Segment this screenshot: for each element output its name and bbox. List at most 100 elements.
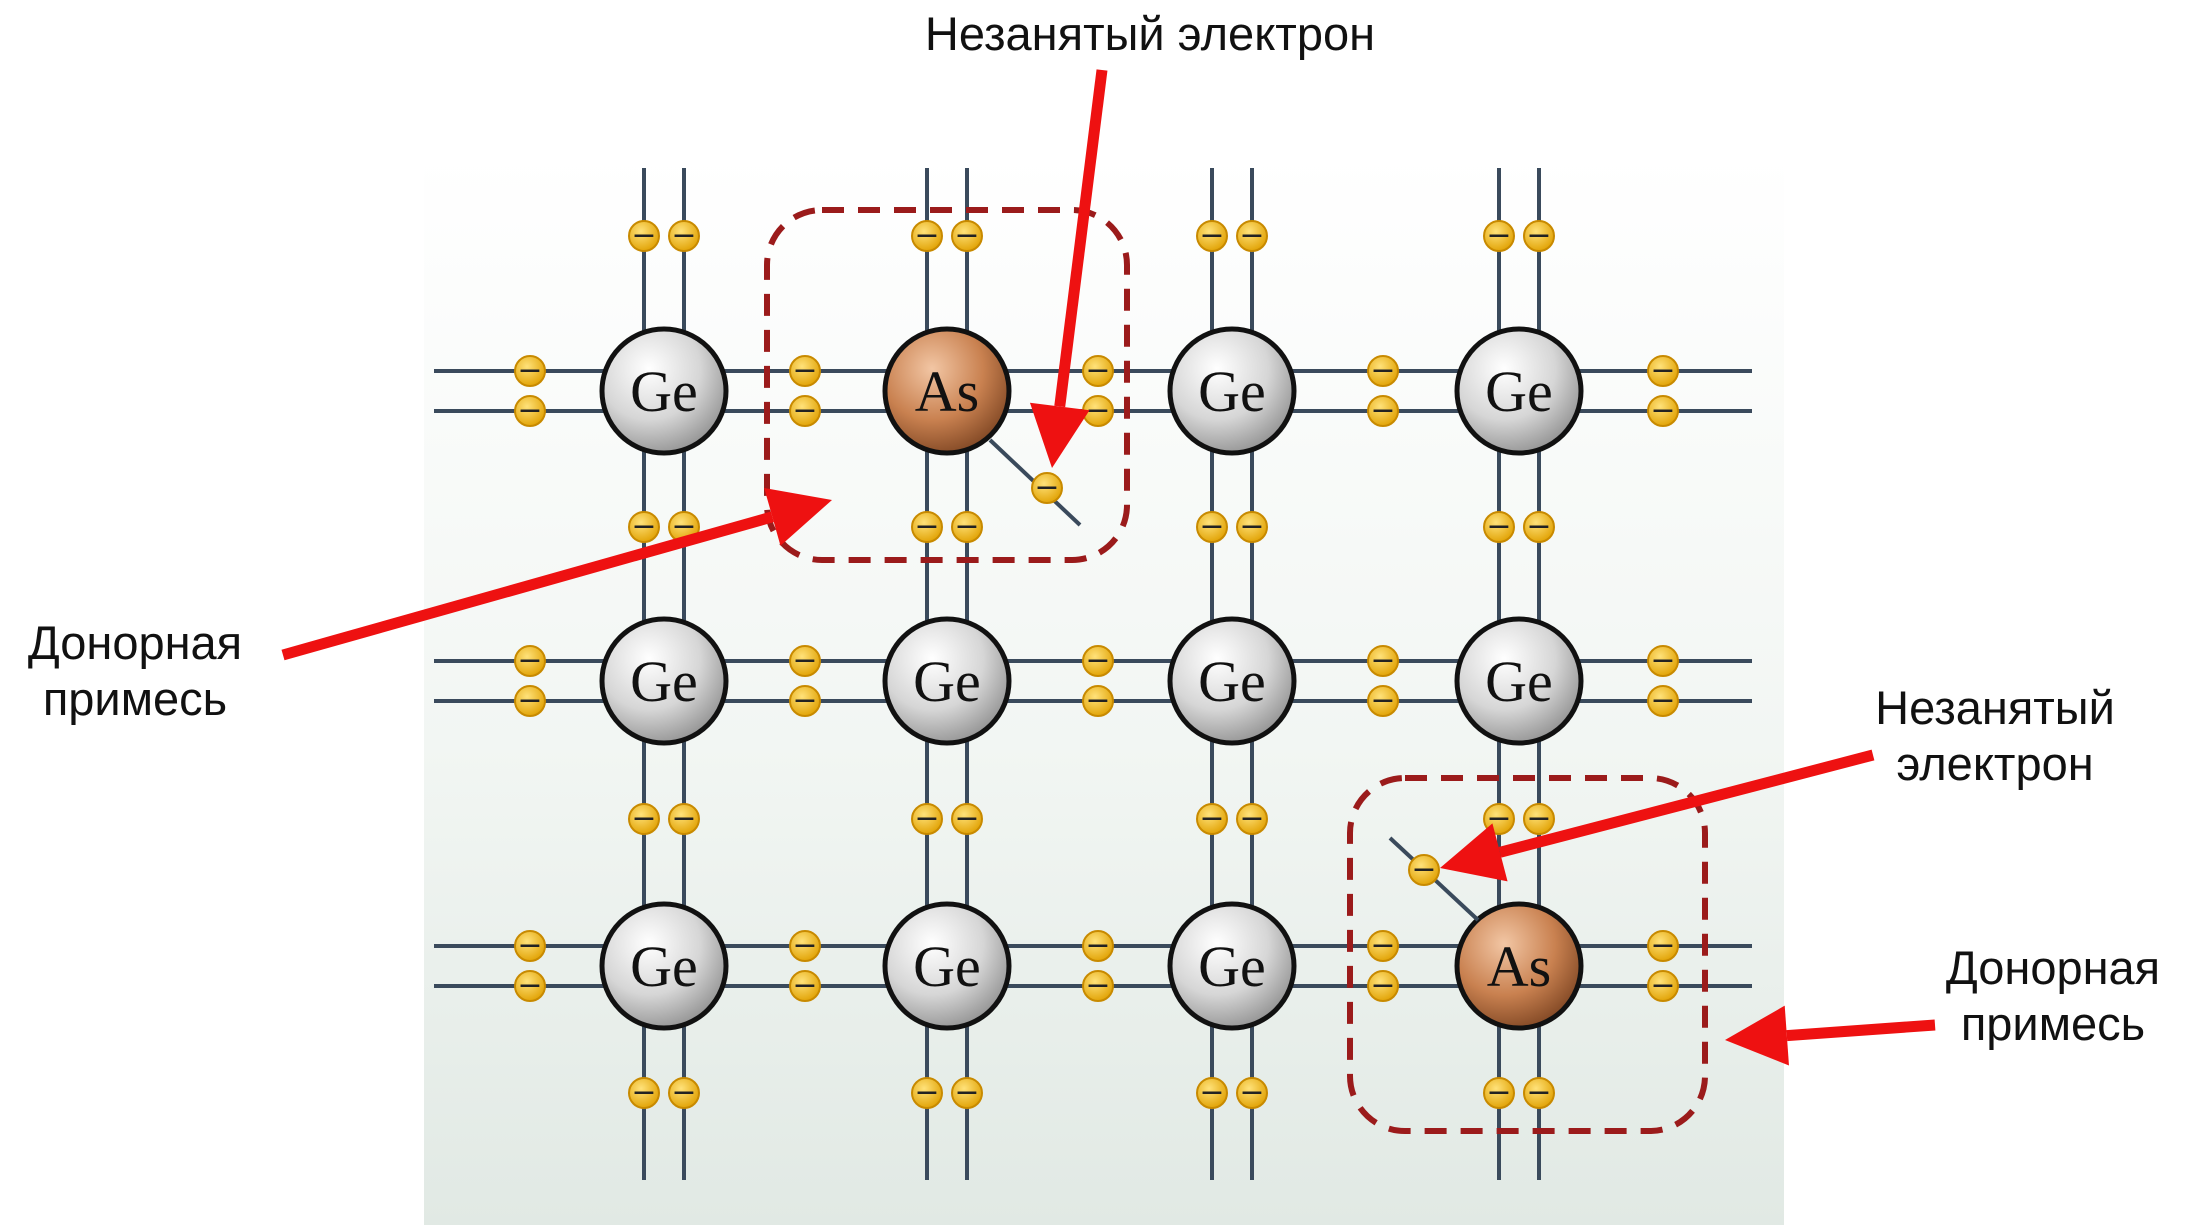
electron: − bbox=[1483, 1075, 1515, 1110]
electron: − bbox=[514, 393, 546, 428]
electron-sign: − bbox=[1034, 470, 1059, 505]
electron: − bbox=[1523, 509, 1555, 544]
electron-sign: − bbox=[1199, 218, 1224, 253]
label-donor-left: Донорная примесь bbox=[0, 615, 270, 727]
electron-sign: − bbox=[914, 218, 939, 253]
electron-sign: − bbox=[914, 1075, 939, 1110]
electron-dot bbox=[789, 685, 821, 717]
germanium-atom: Ge bbox=[1167, 616, 1297, 746]
electron-sign: − bbox=[517, 683, 542, 718]
atom-circle bbox=[882, 326, 1012, 456]
electron: − bbox=[668, 1075, 700, 1110]
electron: − bbox=[1647, 683, 1679, 718]
electron-dot bbox=[1236, 220, 1268, 252]
electron: − bbox=[1082, 353, 1114, 388]
arrow-shaft bbox=[1498, 749, 1875, 858]
electron-dot bbox=[1523, 511, 1555, 543]
electron-dot bbox=[1196, 803, 1228, 835]
electron-sign: − bbox=[1239, 801, 1264, 836]
atom-circle bbox=[599, 901, 729, 1031]
electron-dot bbox=[1031, 472, 1063, 504]
electron-dot bbox=[514, 355, 546, 387]
electron: − bbox=[1236, 218, 1268, 253]
electron-sign: − bbox=[671, 801, 696, 836]
electron: − bbox=[911, 509, 943, 544]
atom-circle bbox=[1454, 901, 1584, 1031]
electron-dot bbox=[1196, 511, 1228, 543]
atom-circle bbox=[1167, 326, 1297, 456]
electron-sign: − bbox=[1085, 353, 1110, 388]
electron-sign: − bbox=[792, 643, 817, 678]
arrow-shaft bbox=[1054, 69, 1108, 408]
electron-dot bbox=[1483, 220, 1515, 252]
electron-dot bbox=[1647, 395, 1679, 427]
electron-dot bbox=[628, 220, 660, 252]
electron-dot bbox=[789, 930, 821, 962]
electron-sign: − bbox=[792, 353, 817, 388]
electron-dot bbox=[668, 803, 700, 835]
electron-dot bbox=[1483, 1077, 1515, 1109]
electron-sign: − bbox=[792, 393, 817, 428]
electron-dot bbox=[1483, 511, 1515, 543]
label-line-1: Донорная bbox=[27, 616, 243, 669]
electron: − bbox=[668, 218, 700, 253]
electron-sign: − bbox=[1199, 509, 1224, 544]
germanium-atom: Ge bbox=[1167, 901, 1297, 1031]
atom-circle bbox=[1167, 901, 1297, 1031]
electron-sign: − bbox=[1486, 218, 1511, 253]
electron-sign: − bbox=[1239, 218, 1264, 253]
atom-circle bbox=[599, 326, 729, 456]
electron: − bbox=[911, 801, 943, 836]
electron-dot bbox=[1647, 970, 1679, 1002]
electron-sign: − bbox=[1526, 1075, 1551, 1110]
electron-dot bbox=[668, 220, 700, 252]
electron-sign: − bbox=[1650, 928, 1675, 963]
atom-symbol: Ge bbox=[1198, 359, 1266, 424]
electron-dot bbox=[1236, 803, 1268, 835]
germanium-atom: Ge bbox=[882, 616, 1012, 746]
electron-dot bbox=[1367, 685, 1399, 717]
germanium-atom: Ge bbox=[1167, 326, 1297, 456]
electron-dot bbox=[1236, 1077, 1268, 1109]
electron-dot bbox=[1523, 220, 1555, 252]
electron: − bbox=[789, 683, 821, 718]
electron: − bbox=[1367, 643, 1399, 678]
electron-sign: − bbox=[631, 218, 656, 253]
arrow-head bbox=[1725, 1005, 1789, 1066]
arrow-to-top-electron bbox=[1029, 69, 1108, 468]
atom-symbol: Ge bbox=[1485, 359, 1553, 424]
germanium-atom: Ge bbox=[882, 901, 1012, 1031]
arrow-to-bottom-electron bbox=[1440, 749, 1875, 882]
electron-dot bbox=[628, 803, 660, 835]
electron-sign: − bbox=[954, 218, 979, 253]
electron-sign: − bbox=[792, 683, 817, 718]
electron-dot bbox=[1196, 220, 1228, 252]
electron-dot bbox=[1367, 645, 1399, 677]
electron-dot bbox=[1196, 1077, 1228, 1109]
pointer-arrows bbox=[281, 69, 1936, 1066]
electron-sign: − bbox=[1085, 393, 1110, 428]
electron-dot bbox=[911, 1077, 943, 1109]
electron: − bbox=[628, 1075, 660, 1110]
electron-dot bbox=[789, 355, 821, 387]
electron: − bbox=[1196, 801, 1228, 836]
electron: − bbox=[1196, 218, 1228, 253]
electron: − bbox=[1367, 393, 1399, 428]
germanium-atom: Ge bbox=[599, 901, 729, 1031]
donor-box bbox=[764, 207, 1130, 563]
electron-dot bbox=[1082, 645, 1114, 677]
electron-sign: − bbox=[1411, 852, 1436, 887]
electron-dot bbox=[514, 970, 546, 1002]
germanium-atom: Ge bbox=[599, 616, 729, 746]
arrow-head bbox=[1029, 402, 1090, 468]
electron-dot bbox=[1367, 970, 1399, 1002]
electron-sign: − bbox=[1650, 968, 1675, 1003]
label-unbound-electron-top: Незанятый электрон bbox=[860, 6, 1440, 62]
label-line-2: примесь bbox=[42, 672, 228, 725]
arrow-to-bottom-donor bbox=[1725, 1005, 1936, 1066]
atom-symbol: Ge bbox=[630, 359, 698, 424]
electron: − bbox=[1082, 968, 1114, 1003]
electron-sign: − bbox=[1085, 928, 1110, 963]
electron-dot bbox=[668, 1077, 700, 1109]
electron-dot bbox=[514, 685, 546, 717]
